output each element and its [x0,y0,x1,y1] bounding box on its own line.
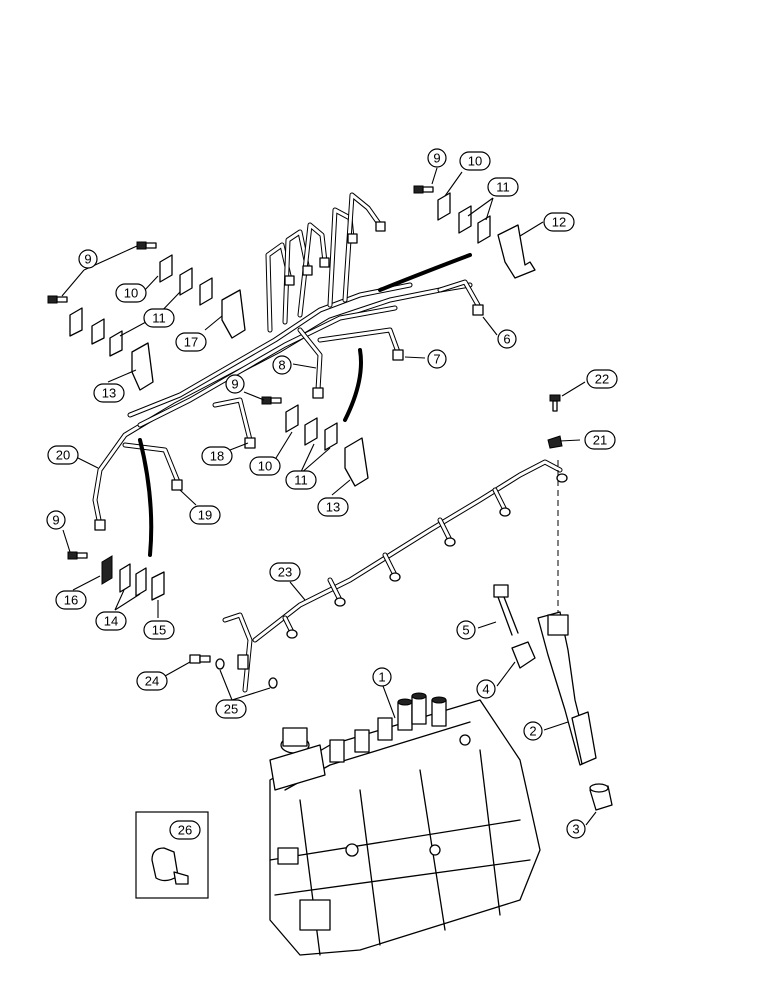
callout-19: 19 [189,505,221,525]
callout-24: 24 [136,671,168,691]
callout-9: 9 [427,148,447,168]
svg-text:16: 16 [64,593,78,608]
svg-text:25: 25 [224,702,238,717]
svg-text:3: 3 [572,822,579,837]
callout-11: 11 [285,470,317,490]
svg-text:20: 20 [56,448,70,463]
fuel-return-line [222,459,568,693]
svg-text:11: 11 [294,473,308,488]
callout-17: 17 [175,332,207,352]
callout-6: 6 [497,329,517,349]
callout-26: 26 [169,820,201,840]
svg-text:9: 9 [84,252,91,267]
callout-16: 16 [55,590,87,610]
callout-4: 4 [476,679,496,699]
svg-text:9: 9 [52,513,59,528]
callout-10: 10 [459,151,491,171]
svg-text:10: 10 [468,154,482,169]
svg-text:10: 10 [124,286,138,301]
callout-11: 11 [487,177,519,197]
svg-text:1: 1 [378,670,385,685]
svg-text:13: 13 [102,386,116,401]
flex-hoses [138,253,472,557]
svg-text:23: 23 [278,565,292,580]
callout-9: 9 [46,510,66,530]
callout-1: 1 [372,667,392,687]
callout-22: 22 [586,369,618,389]
svg-text:5: 5 [462,623,469,638]
callout-13: 13 [317,497,349,517]
callout-3: 3 [566,819,586,839]
callout-10: 10 [115,283,147,303]
banjo-bolt-washers [189,654,278,689]
svg-text:10: 10 [258,459,272,474]
injector-assembly [493,394,613,811]
svg-text:11: 11 [496,180,510,195]
callout-21: 21 [584,430,616,450]
svg-text:24: 24 [145,674,159,689]
callout-9: 9 [225,374,245,394]
svg-text:8: 8 [278,358,285,373]
callout-7: 7 [427,349,447,369]
callout-18: 18 [201,446,233,466]
svg-text:2: 2 [529,724,536,739]
callout-15: 15 [143,620,175,640]
injection-pump [269,692,541,956]
callout-10: 10 [249,456,281,476]
callout-25: 25 [215,699,247,719]
callout-9: 9 [78,249,98,269]
callout-20: 20 [47,445,79,465]
svg-text:19: 19 [198,508,212,523]
callout-11: 11 [143,308,175,328]
clamp-group-upper-left [47,241,246,391]
callout-8: 8 [272,355,292,375]
svg-text:6: 6 [503,332,510,347]
delivery-valves [329,692,447,763]
svg-text:18: 18 [210,449,224,464]
svg-text:21: 21 [593,433,607,448]
svg-text:9: 9 [433,151,440,166]
bolt-icon [47,241,157,304]
svg-text:13: 13 [326,500,340,515]
callouts: 1 2 3 4 5 6 7 8 9 9 9 9 10 10 10 11 11 1… [46,148,618,840]
callout-14: 14 [95,611,127,631]
svg-text:4: 4 [482,682,489,697]
svg-text:15: 15 [152,623,166,638]
clamp-group-upper-right [413,185,536,279]
svg-text:26: 26 [178,823,192,838]
svg-text:17: 17 [184,335,198,350]
svg-text:11: 11 [152,311,166,326]
clamp-group-middle [261,396,369,487]
svg-text:14: 14 [104,614,118,629]
callout-2: 2 [523,721,543,741]
fuel-injection-lines [92,192,484,531]
clamp-group-lower-left [67,551,165,601]
callout-23: 23 [269,562,301,582]
svg-text:22: 22 [595,372,609,387]
callout-5: 5 [456,620,476,640]
svg-text:12: 12 [552,215,566,230]
svg-text:7: 7 [433,352,440,367]
svg-text:9: 9 [231,377,238,392]
callout-12: 12 [543,212,575,232]
callout-13: 13 [93,383,125,403]
